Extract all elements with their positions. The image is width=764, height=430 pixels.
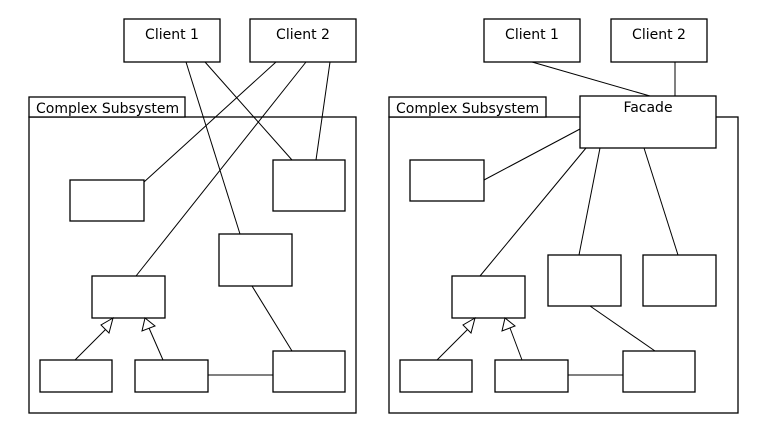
right-client-2-box (610, 18, 708, 63)
facade-box (579, 95, 717, 149)
right-line-mid-bottomright (589, 305, 656, 352)
left-client-2-box (249, 18, 357, 63)
right-client-1-box (483, 18, 581, 63)
left-line-client1-topright (204, 61, 293, 161)
left-line-client2-center (135, 61, 307, 277)
left-class-sub-1 (39, 359, 113, 393)
right-line-facade-midleft (578, 147, 601, 256)
right-package-label: Complex Subsystem (396, 101, 539, 117)
left-line-client2-topleft (143, 61, 277, 183)
right-class-b (547, 254, 622, 307)
right-diagram: Complex Subsystem Client 1 Client 2 Faca… (388, 18, 739, 414)
right-class-base (451, 275, 526, 319)
left-inherit-line-2 (148, 327, 164, 361)
right-line-facade-topleft (483, 128, 581, 181)
right-class-d (622, 350, 696, 393)
left-client-1-label: Client 1 (145, 27, 199, 43)
right-class-a (409, 159, 485, 202)
left-inherit-arrowhead-2 (141, 317, 156, 332)
left-class-b (272, 159, 346, 212)
right-line-facade-midright (643, 147, 679, 256)
left-class-a (69, 179, 145, 222)
left-line-client2-topright (315, 61, 331, 161)
right-inherit-arrowhead-2 (501, 317, 516, 332)
right-class-c (642, 254, 717, 307)
right-client-2-label: Client 2 (632, 27, 686, 43)
right-class-sub-1 (399, 359, 473, 393)
right-inherit-line-2 (509, 327, 523, 361)
right-inherit-line-1 (436, 326, 471, 361)
right-inherit-arrowhead-1 (462, 316, 476, 334)
left-class-d (272, 350, 346, 393)
left-line-client1-mid (185, 61, 241, 235)
left-inherit-arrowhead-1 (100, 316, 114, 334)
left-client-1-box (123, 18, 221, 63)
left-line-mid-bottomright (251, 285, 293, 352)
right-package-tab (388, 96, 547, 118)
facade-label: Facade (623, 100, 672, 116)
left-package-tab (28, 96, 186, 118)
left-diagram: Complex Subsystem Client 1 Client 2 (28, 18, 357, 414)
left-class-sub-2 (134, 359, 209, 393)
left-inherit-line-1 (74, 326, 109, 361)
left-client-2-label: Client 2 (276, 27, 330, 43)
left-class-c (218, 233, 293, 287)
left-class-base (91, 275, 166, 319)
right-line-client1-facade (531, 61, 651, 97)
left-package-label: Complex Subsystem (36, 101, 179, 117)
right-line-facade-center (479, 147, 587, 277)
right-class-sub-2 (494, 359, 569, 393)
right-client-1-label: Client 1 (505, 27, 559, 43)
